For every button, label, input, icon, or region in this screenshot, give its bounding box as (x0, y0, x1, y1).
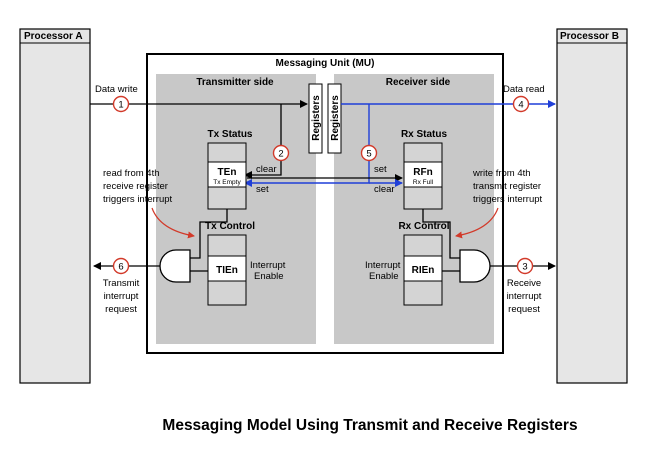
left-note-line-3: triggers interrupt (103, 194, 173, 205)
tx-interrupt-label: Interrupt (250, 260, 286, 271)
processor-b-label: Processor B (560, 31, 619, 42)
tx-control-label: Tx Control (205, 221, 255, 232)
registers-label-tx: Registers (311, 95, 322, 141)
rx-control-label: Rx Control (398, 221, 449, 232)
tx-status-register: Tx Status TEn Tx Empty (207, 129, 253, 210)
tx-enable-label: Enable (254, 271, 284, 282)
registers-block: Registers Registers (308, 83, 342, 154)
receive-req-line-3: request (508, 304, 540, 315)
set-label-tx: set (256, 184, 269, 195)
clear-ten-path (244, 104, 282, 179)
tx-control-register: Tx Control TIEn Interrupt Enable (205, 221, 286, 306)
svg-text:6: 6 (118, 262, 123, 273)
transmit-request-label: Transmit interrupt request (103, 278, 140, 315)
svg-text:2: 2 (278, 149, 283, 160)
rx-status-register: Rx Status RFn Rx Full (401, 129, 448, 210)
step-marker-1: 1 (112, 95, 130, 113)
data-write-label: Data write (95, 84, 138, 95)
tx-and-gate (93, 209, 228, 283)
left-trigger-arrow (151, 207, 195, 239)
receive-req-line-2: interrupt (507, 291, 542, 302)
rx-status-label: Rx Status (401, 129, 448, 140)
svg-text:3: 3 (522, 262, 527, 273)
right-note-line-2: transmit register (473, 181, 541, 192)
clear-label-tx: clear (256, 164, 277, 175)
receive-req-line-1: Receive (507, 278, 541, 289)
rx-enable-label: Enable (369, 271, 399, 282)
registers-label-rx: Registers (330, 95, 341, 141)
right-note-line-1: write from 4th (472, 168, 531, 179)
processor-a: Processor A (19, 28, 91, 384)
rien-bit: RIEn (412, 265, 435, 276)
step-marker-5: 5 (360, 144, 378, 162)
transmit-req-line-1: Transmit (103, 278, 140, 289)
data-read-label: Data read (503, 84, 545, 95)
processor-b: Processor B (556, 28, 628, 384)
rfn-bit: RFn (413, 167, 432, 178)
clear-label-rx: clear (374, 184, 395, 195)
right-note: write from 4th transmit register trigger… (472, 168, 543, 205)
rfn-sub: Rx Full (413, 179, 434, 186)
right-note-line-3: triggers interrupt (473, 194, 543, 205)
step-marker-2: 2 (272, 144, 290, 162)
messaging-unit: Messaging Unit (MU) Transmitter side Rec… (146, 53, 504, 354)
receive-request-label: Receive interrupt request (507, 278, 542, 315)
rx-interrupt-label: Interrupt (365, 260, 401, 271)
step-marker-4: 4 (512, 95, 530, 113)
left-note-line-1: read from 4th (103, 168, 160, 179)
ten-bit: TEn (218, 167, 237, 178)
tien-bit: TIEn (216, 265, 238, 276)
left-note-line-2: receive register (103, 181, 168, 192)
processor-a-label: Processor A (24, 31, 83, 42)
left-note: read from 4th receive register triggers … (103, 168, 173, 205)
svg-text:4: 4 (518, 100, 523, 111)
svg-text:1: 1 (118, 100, 123, 111)
step-marker-3: 3 (516, 257, 534, 275)
rx-control-register: Rx Control RIEn Interrupt Enable (365, 221, 450, 306)
ten-sub: Tx Empty (213, 179, 241, 186)
tx-status-label: Tx Status (207, 129, 252, 140)
diagram-caption: Messaging Model Using Transmit and Recei… (162, 417, 577, 434)
right-trigger-arrow (455, 207, 499, 239)
transmit-req-line-3: request (105, 304, 137, 315)
receiver-side-label: Receiver side (386, 77, 451, 88)
svg-text:5: 5 (366, 149, 371, 160)
mu-title: Messaging Unit (MU) (276, 58, 375, 69)
step-marker-6: 6 (112, 257, 130, 275)
rx-and-gate (422, 209, 556, 283)
set-label-rx: set (374, 164, 387, 175)
transmit-req-line-2: interrupt (104, 291, 139, 302)
transmitter-side-label: Transmitter side (196, 77, 274, 88)
